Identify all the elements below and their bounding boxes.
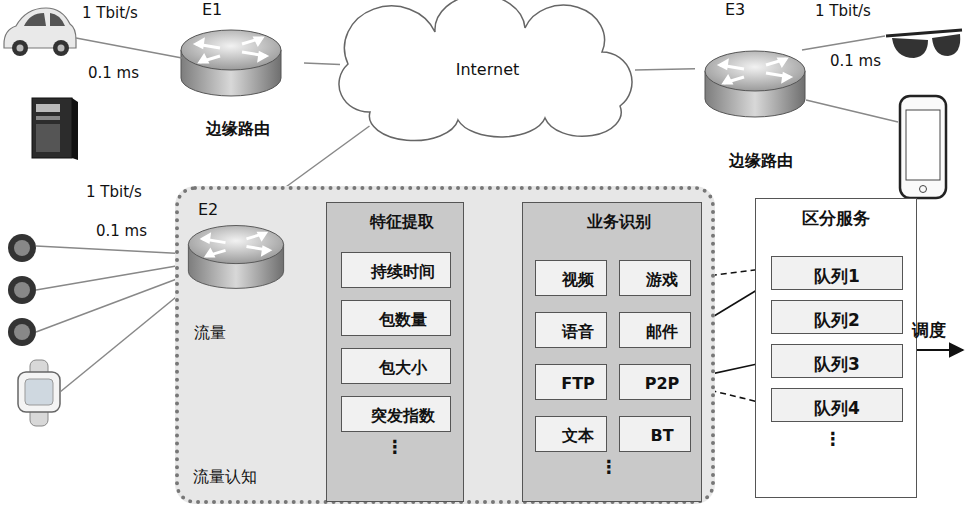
node-label: 队列2 bbox=[772, 310, 902, 330]
ellipsis: ⋮ bbox=[824, 428, 842, 450]
node-label: 邮件 bbox=[634, 322, 690, 333]
output-label: 调度 bbox=[912, 320, 946, 340]
item-box: 邮件 bbox=[619, 312, 691, 348]
node-label: 文本 bbox=[550, 426, 606, 437]
node-label: Internet bbox=[456, 60, 520, 79]
node-label: 流量认知 bbox=[193, 467, 257, 486]
network-link bbox=[635, 69, 695, 70]
internet-cloud: Internet bbox=[340, 14, 635, 126]
node-label: E1 bbox=[202, 0, 222, 19]
node-sublabel: 边缘路由 bbox=[172, 119, 304, 138]
link-speed: 1 Tbit/s bbox=[815, 2, 871, 20]
link-line bbox=[802, 36, 885, 50]
link-speed: 1 Tbit/s bbox=[82, 4, 138, 22]
node-label: 队列4 bbox=[772, 398, 902, 418]
item-box: 队列1 bbox=[771, 256, 903, 290]
node-label: FTP bbox=[550, 374, 606, 385]
watch-icon bbox=[18, 360, 60, 426]
node-label: E2 bbox=[198, 200, 218, 330]
item-box: 突发指数 bbox=[341, 396, 451, 432]
item-box: 语音 bbox=[535, 312, 607, 348]
node-label: 区分服务 bbox=[756, 208, 916, 228]
node-label: 队列1 bbox=[772, 266, 902, 286]
item-box: 队列3 bbox=[771, 344, 903, 378]
item-box: 游戏 bbox=[619, 260, 691, 296]
glasses-icon bbox=[886, 30, 962, 58]
car-icon bbox=[4, 8, 76, 56]
node-label: 突发指数 bbox=[356, 406, 450, 417]
router-node: E2流量 bbox=[184, 200, 296, 344]
node-sublabel: 边缘路由 bbox=[695, 151, 827, 170]
node-label: E3 bbox=[725, 0, 745, 19]
node-sublabel: 流量 bbox=[194, 323, 226, 342]
link-speed: 1 Tbit/s bbox=[86, 183, 142, 201]
item-box: 队列4 bbox=[771, 388, 903, 422]
ellipsis: ⋮ bbox=[600, 456, 618, 478]
router-icon bbox=[188, 226, 283, 289]
router-icon bbox=[705, 51, 805, 117]
node-label: 队列3 bbox=[772, 354, 902, 374]
node-label: P2P bbox=[634, 374, 690, 385]
phone-icon bbox=[900, 96, 946, 198]
node-label: 游戏 bbox=[634, 270, 690, 281]
item-box: 文本 bbox=[535, 416, 607, 452]
node-label: BT bbox=[634, 426, 690, 437]
network-link bbox=[304, 63, 340, 64]
node-label: 语音 bbox=[550, 322, 606, 333]
router-node: E3 边缘路由 bbox=[695, 0, 827, 172]
node-label: 包数量 bbox=[356, 310, 450, 321]
server-icon bbox=[32, 98, 78, 160]
cloud-shape bbox=[339, 0, 632, 141]
latency: 0.1 ms bbox=[830, 52, 881, 70]
link-line bbox=[806, 100, 898, 122]
item-box: FTP bbox=[535, 364, 607, 400]
region-box: 流量认知E2流量特征提取持续时间包数量包大小突发指数业务识别视频游戏语音邮件FT… bbox=[175, 186, 715, 504]
module-box: 区分服务队列1 队列2 队列3 队列4 bbox=[755, 198, 917, 498]
item-box: 视频 bbox=[535, 260, 607, 296]
item-box: P2P bbox=[619, 364, 691, 400]
sensor-icon bbox=[8, 234, 36, 346]
router-node: E1 边缘路由 bbox=[172, 0, 304, 140]
latency: 0.1 ms bbox=[88, 64, 139, 82]
node-label: 持续时间 bbox=[356, 262, 450, 273]
item-box: 包大小 bbox=[341, 348, 451, 384]
item-box: 持续时间 bbox=[341, 252, 451, 288]
latency: 0.1 ms bbox=[96, 222, 147, 240]
node-label: 包大小 bbox=[356, 358, 450, 369]
item-box: 队列2 bbox=[771, 300, 903, 334]
item-box: 包数量 bbox=[341, 300, 451, 336]
router-icon bbox=[181, 30, 281, 96]
item-box: BT bbox=[619, 416, 691, 452]
link-line bbox=[36, 246, 192, 392]
ellipsis: ⋮ bbox=[386, 436, 404, 458]
node-label: 视频 bbox=[550, 270, 606, 281]
link-line bbox=[76, 38, 182, 58]
